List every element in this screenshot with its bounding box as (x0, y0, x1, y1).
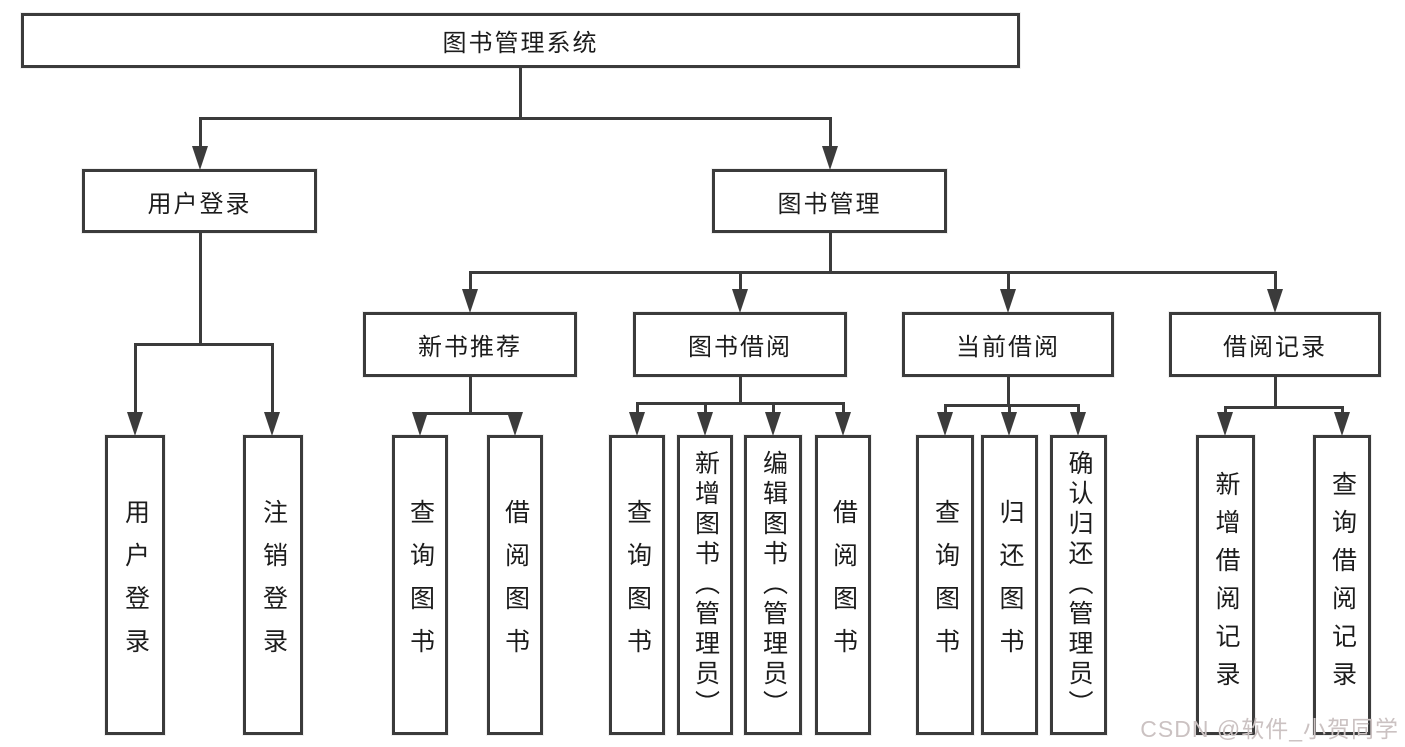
connector-line (944, 404, 1080, 407)
connector-line (944, 404, 947, 416)
arrow-down-icon (1334, 412, 1350, 436)
connector-line (704, 402, 707, 416)
connector-line (134, 343, 137, 415)
connector-line (419, 412, 517, 415)
arrow-down-icon (1001, 412, 1017, 436)
connector-line (1007, 377, 1010, 407)
csdn-watermark: CSDN @软件_小贺同学 (1140, 716, 1399, 742)
arrow-down-icon (1267, 289, 1283, 313)
connector-line (469, 377, 472, 415)
connector-line (469, 271, 1277, 274)
connector-line (636, 402, 845, 405)
connector-line (842, 402, 845, 416)
connector-line (829, 233, 832, 274)
connector-line (199, 117, 202, 149)
leaf-add-books-admin: 新增图书（管理员） (677, 435, 733, 735)
arrow-down-icon (412, 412, 428, 436)
arrow-down-icon (462, 289, 478, 313)
connector-line (134, 343, 274, 346)
arrow-down-icon (835, 412, 851, 436)
connector-line (1274, 377, 1277, 409)
node-borrow-records: 借阅记录 (1169, 312, 1381, 377)
connector-line (199, 117, 832, 120)
arrow-down-icon (1070, 412, 1086, 436)
leaf-query-books-recommend: 查询图书 (392, 435, 448, 735)
leaf-user-login: 用户登录 (105, 435, 165, 735)
node-root-system: 图书管理系统 (21, 13, 1020, 68)
connector-line (829, 117, 832, 149)
node-user-login: 用户登录 (82, 169, 317, 233)
arrow-down-icon (822, 146, 838, 170)
connector-line (1341, 406, 1344, 416)
leaf-query-books-borrow: 查询图书 (609, 435, 665, 735)
connector-line (1224, 406, 1227, 416)
node-book-management: 图书管理 (712, 169, 947, 233)
connector-line (271, 343, 274, 415)
connector-line (739, 377, 742, 405)
arrow-down-icon (629, 412, 645, 436)
arrow-down-icon (192, 146, 208, 170)
connector-line (1224, 406, 1344, 409)
arrow-down-icon (1000, 289, 1016, 313)
leaf-confirm-return-admin: 确认归还（管理员） (1050, 435, 1107, 735)
arrow-down-icon (732, 289, 748, 313)
leaf-edit-books-admin: 编辑图书（管理员） (744, 435, 802, 735)
connector-line (1274, 271, 1277, 292)
leaf-return-books: 归还图书 (981, 435, 1038, 735)
arrow-down-icon (507, 412, 523, 436)
leaf-borrow-books-recommend: 借阅图书 (487, 435, 543, 735)
connector-line (1008, 404, 1011, 416)
connector-line (772, 402, 775, 416)
connector-line (199, 233, 202, 346)
leaf-borrow-books: 借阅图书 (815, 435, 871, 735)
leaf-add-borrow-record: 新增借阅记录 (1196, 435, 1255, 735)
arrow-down-icon (697, 412, 713, 436)
arrow-down-icon (127, 412, 143, 436)
connector-line (469, 271, 472, 292)
connector-line (739, 271, 742, 292)
arrow-down-icon (1217, 412, 1233, 436)
connector-line (1007, 271, 1010, 292)
leaf-logout: 注销登录 (243, 435, 303, 735)
connector-line (636, 402, 639, 416)
leaf-query-books-current: 查询图书 (916, 435, 974, 735)
leaf-query-borrow-record: 查询借阅记录 (1313, 435, 1371, 735)
node-current-borrow: 当前借阅 (902, 312, 1114, 377)
arrow-down-icon (937, 412, 953, 436)
connector-line (1077, 404, 1080, 416)
arrow-down-icon (765, 412, 781, 436)
node-book-borrow: 图书借阅 (633, 312, 847, 377)
arrow-down-icon (264, 412, 280, 436)
node-new-book-recommend: 新书推荐 (363, 312, 577, 377)
connector-line (519, 68, 522, 118)
